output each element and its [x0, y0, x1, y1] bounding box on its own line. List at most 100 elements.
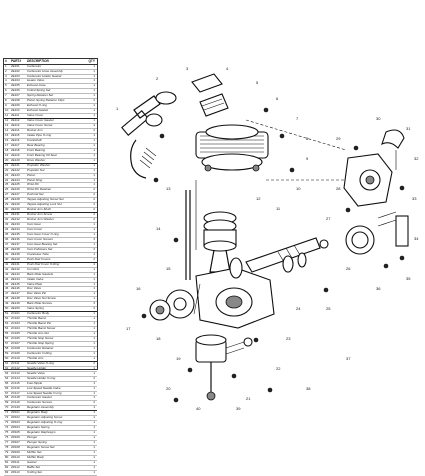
row-part-number: 2E149	[11, 302, 20, 306]
row-quantity: 1	[93, 445, 95, 449]
row-description: Regulator Adjusting O-ring	[27, 421, 63, 425]
row-quantity: 1	[93, 133, 95, 137]
row-description: Carburetor Holder Gasket	[27, 74, 62, 78]
row-quantity: 1	[93, 436, 95, 440]
row-number: 71	[5, 411, 9, 415]
row-number: 40	[5, 257, 9, 261]
row-quantity: 1	[93, 426, 95, 430]
row-description: Push Rod Covers	[27, 257, 51, 261]
row-description: Con Rod	[27, 267, 39, 271]
carburetor	[187, 334, 253, 401]
header-description: DESCRIPTION	[27, 59, 49, 63]
row-quantity: 1	[93, 89, 95, 93]
row-description: Throttle Barrel	[27, 317, 47, 321]
row-quantity: 1	[93, 138, 95, 142]
callout-number: 1	[116, 106, 119, 111]
row-quantity: 1	[93, 94, 95, 98]
row-part-number: 2E114	[11, 128, 20, 132]
row-quantity: 2	[93, 307, 95, 311]
callout-number: 35	[406, 276, 411, 281]
row-part-number: 2E108	[11, 99, 20, 103]
row-part-number: 2E122	[11, 168, 20, 172]
row-description: Intake Valve	[27, 277, 44, 281]
row-quantity: 1	[93, 287, 95, 291]
row-quantity: 1	[93, 282, 95, 286]
row-number: 18	[5, 148, 9, 152]
row-number: 41	[5, 262, 9, 266]
row-number: 23	[5, 173, 9, 177]
row-description: Wrist Pin	[27, 183, 39, 187]
callout-number: 12	[256, 196, 261, 201]
row-number: 60	[5, 356, 9, 360]
row-description: Muffler Set	[27, 450, 42, 454]
row-part-number: 2E150	[11, 307, 20, 311]
row-number: 34	[5, 228, 9, 232]
row-description: Throttle Barrel Pin	[27, 322, 52, 326]
row-quantity: 1	[93, 292, 95, 296]
row-number: 48	[5, 297, 9, 301]
row-part-number: 2C107	[11, 341, 20, 345]
row-number: 26	[5, 188, 9, 192]
row-number: 50	[5, 307, 9, 311]
diagram-svg: 1234567891011121314151617181920212223242…	[116, 66, 419, 411]
row-description: Pushrod Set	[27, 193, 44, 197]
row-number: 5	[5, 84, 7, 88]
row-description: Valve Cover Screw	[27, 124, 53, 128]
row-quantity: 2	[93, 193, 95, 197]
row-description: Rocker Arm Washer	[27, 218, 54, 222]
row-number: 16	[5, 138, 9, 142]
row-number: 77	[5, 441, 9, 445]
row-description: Push Rod Cover O-Ring	[27, 262, 60, 266]
row-part-number: 2E125	[11, 183, 20, 187]
row-part-number: 2C113	[11, 371, 20, 375]
callout-number: 32	[414, 156, 419, 161]
row-part-number: 2E119	[11, 153, 20, 157]
callout-number: 14	[156, 226, 161, 231]
crankcase	[193, 267, 275, 329]
row-number: 52	[5, 317, 9, 321]
row-part-number: 2C114	[11, 376, 20, 380]
row-description: Needle Holder O-ring	[27, 376, 56, 380]
row-description: Tappet Adjusting Lock Nut	[27, 203, 62, 207]
row-part-number: 2C104	[11, 327, 20, 331]
row-description: Low Speed Needle O-ring	[27, 391, 62, 395]
row-number: 79	[5, 450, 9, 454]
callout-number: 7	[296, 116, 299, 121]
callout-number: 31	[406, 126, 411, 131]
callout-number: 13	[166, 186, 171, 191]
small-hardware	[153, 107, 329, 403]
row-description: Throttle Barrel Screw	[27, 327, 56, 331]
row-quantity: 1	[93, 465, 95, 469]
row-part-number: 2E139	[11, 252, 20, 256]
intake-hose-assembly	[121, 95, 161, 179]
row-part-number: 2R101	[11, 411, 20, 415]
regulator-assembly	[145, 73, 229, 139]
row-number: 11	[5, 114, 9, 118]
row-description: Intake Pipe O-ring	[27, 133, 52, 137]
row-number: 47	[5, 292, 9, 296]
row-quantity: 1	[93, 450, 95, 454]
row-quantity: 1	[93, 341, 95, 345]
row-part-number: 2R102	[11, 416, 20, 420]
row-description: Regulator Spring	[27, 426, 50, 430]
row-quantity: 1	[93, 431, 95, 435]
